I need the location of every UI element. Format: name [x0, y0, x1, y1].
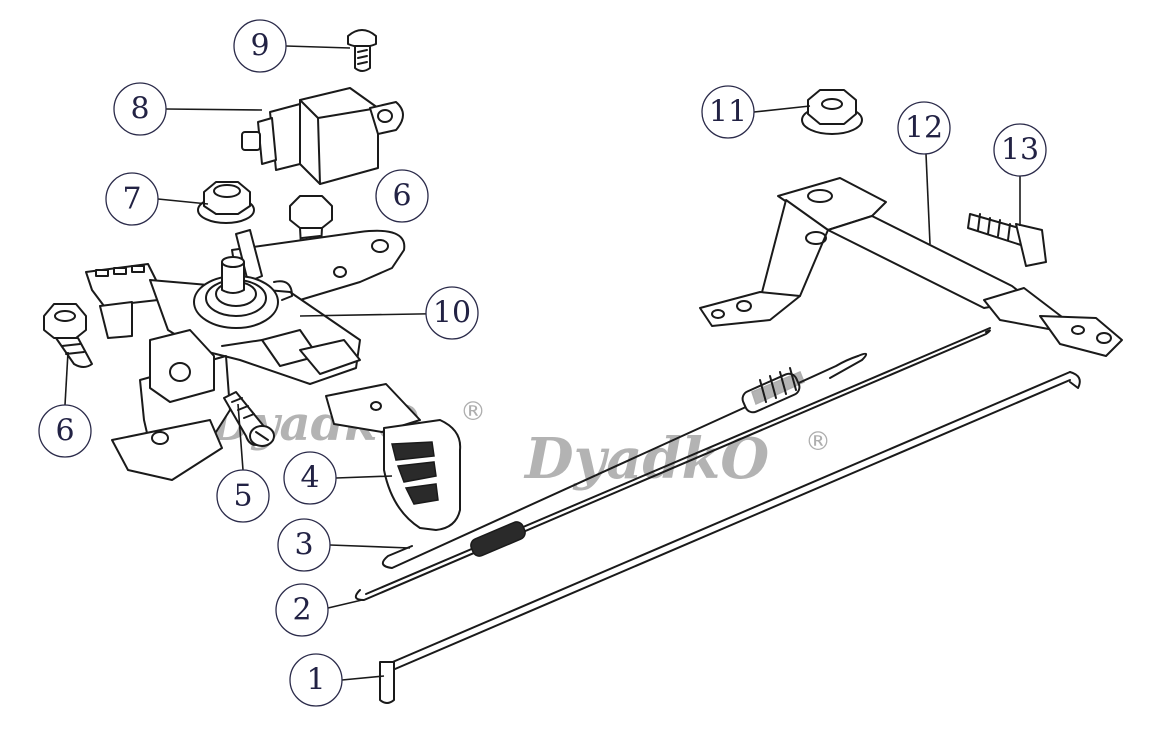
- callout-13: 13: [993, 123, 1047, 177]
- callout-6-lower: 6: [38, 404, 92, 458]
- part-9-screw: [347, 29, 377, 72]
- part-7-nut: [197, 181, 255, 224]
- part-13-bolt: [967, 213, 1047, 267]
- callout-2-label: 2: [292, 593, 311, 628]
- watermark-registered: ®: [805, 427, 831, 457]
- callout-4: 4: [283, 451, 337, 505]
- callout-5-label: 5: [233, 479, 252, 514]
- part-8-switch: [241, 87, 404, 185]
- callout-7-label: 7: [122, 182, 141, 217]
- callout-6-upper: 6: [375, 169, 429, 223]
- callout-6-upper-label: 6: [392, 179, 411, 214]
- callout-6-lower-label: 6: [55, 414, 74, 449]
- part-6-bolt-lower: [43, 303, 93, 368]
- callout-4-label: 4: [300, 461, 319, 496]
- callout-1: 1: [289, 653, 343, 707]
- callout-10: 10: [425, 286, 479, 340]
- part-1-rod: [379, 371, 1081, 704]
- callout-11-label: 11: [709, 95, 747, 130]
- watermark-registered: ®: [460, 397, 486, 427]
- watermark-text: DyadkO: [523, 426, 769, 492]
- part-11-nut: [801, 89, 863, 135]
- watermark-center: DyadkO ®: [523, 426, 831, 492]
- callout-3: 3: [277, 518, 331, 572]
- callout-8: 8: [113, 82, 167, 136]
- callout-11: 11: [701, 85, 755, 139]
- callout-8-label: 8: [130, 92, 149, 127]
- part-12-bracket: [699, 177, 1123, 357]
- callout-13-label: 13: [1001, 133, 1039, 168]
- callout-2: 2: [275, 583, 329, 637]
- part-2-rod: [354, 327, 991, 601]
- callout-12-label: 12: [905, 111, 943, 146]
- callout-5: 5: [216, 469, 270, 523]
- callout-1-label: 1: [306, 663, 325, 698]
- part-4-knob: [325, 383, 462, 531]
- callout-12: 12: [897, 101, 951, 155]
- callout-7: 7: [105, 172, 159, 226]
- callout-10-label: 10: [433, 296, 471, 331]
- callout-9-label: 9: [250, 29, 269, 64]
- callout-9: 9: [233, 19, 287, 73]
- throttle-control-assembly: [85, 229, 406, 481]
- part-5-screw: [223, 391, 275, 447]
- part-3-wire: [381, 352, 868, 569]
- callout-3-label: 3: [294, 528, 313, 563]
